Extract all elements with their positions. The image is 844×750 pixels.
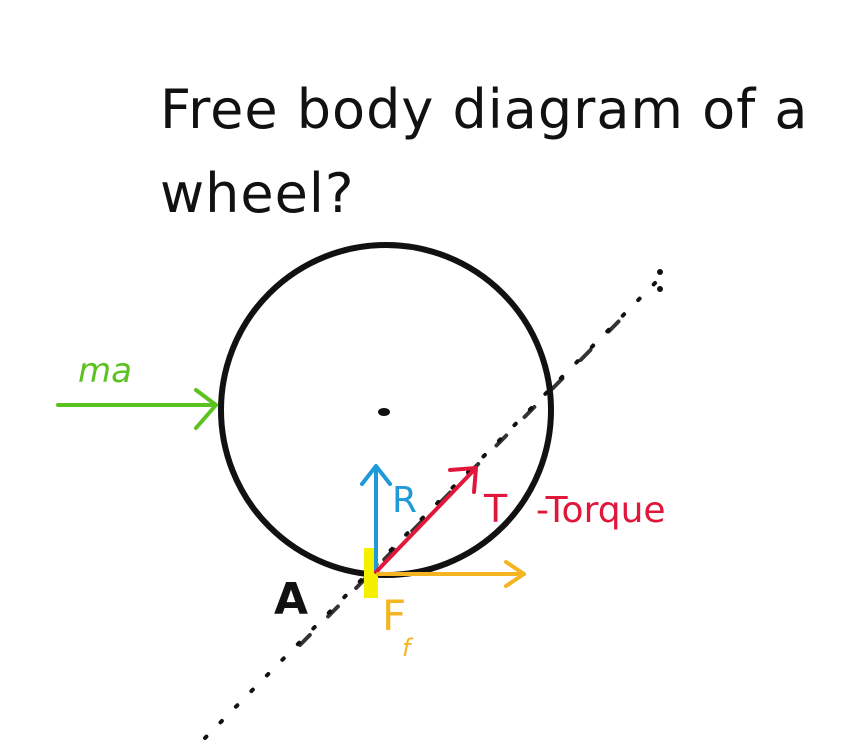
diagram-title-line-1: Free body diagram of a: [160, 78, 809, 141]
ma-force-arrow: [56, 388, 218, 430]
torque-text-label: -Torque: [536, 490, 666, 531]
reaction-label: R: [392, 480, 417, 521]
friction-label: F: [382, 591, 406, 640]
dotted-inclined-line: [203, 269, 663, 740]
contact-point-label: A: [274, 574, 308, 625]
friction-force-arrow: [376, 560, 526, 588]
friction-subscript: f: [402, 634, 414, 662]
ma-label: ma: [78, 351, 132, 391]
diagram-title-line-2: wheel?: [160, 162, 355, 225]
torque-symbol-label: T: [483, 487, 508, 531]
wheel-center-dot: [378, 408, 390, 416]
reaction-force-arrow: [360, 464, 392, 574]
torque-arrow: [374, 466, 478, 574]
